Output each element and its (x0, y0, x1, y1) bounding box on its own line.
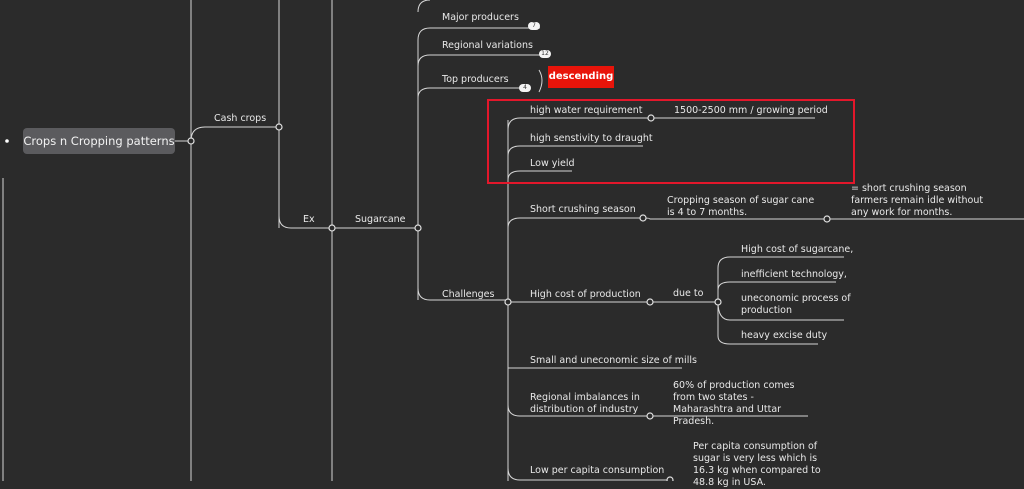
major-producers-node[interactable]: Major producers (442, 12, 519, 23)
red-highlight-box (487, 99, 855, 184)
high-cost-production-node[interactable]: High cost of production (530, 289, 641, 300)
ex-node[interactable]: Ex (303, 214, 315, 225)
cause-inefficient-technology[interactable]: inefficient technology, (741, 269, 847, 280)
water-requirement-detail[interactable]: 1500-2500 mm / growing period (674, 105, 828, 116)
low-yield-node[interactable]: Low yield (530, 158, 575, 169)
regional-production-detail[interactable]: 60% of production comes from two states … (673, 380, 795, 427)
regional-imbalance-node[interactable]: Regional imbalances in distribution of i… (530, 392, 640, 415)
root-node[interactable]: Crops n Cropping patterns (23, 128, 175, 154)
top-producers-node[interactable]: Top producers (442, 74, 509, 85)
draught-sensitivity-node[interactable]: high senstivity to draught (530, 133, 653, 144)
cause-high-cost-sugarcane[interactable]: High cost of sugarcane, (741, 244, 854, 255)
due-to-node[interactable]: due to (673, 288, 704, 299)
regional-variations-count-badge[interactable]: 12 (539, 50, 551, 58)
small-mills-node[interactable]: Small and uneconomic size of mills (530, 355, 697, 366)
cause-uneconomic-process[interactable]: uneconomic process of production (741, 293, 851, 316)
short-crushing-season-node[interactable]: Short crushing season (530, 204, 636, 215)
cause-heavy-excise-duty[interactable]: heavy excise duty (741, 330, 828, 341)
cash-crops-node[interactable]: Cash crops (214, 113, 267, 124)
consumption-detail[interactable]: Per capita consumption of sugar is very … (693, 441, 821, 488)
major-producers-count-badge[interactable]: 7 (528, 22, 540, 30)
challenges-node[interactable]: Challenges (442, 289, 495, 300)
idle-farmers-detail[interactable]: = short crushing season farmers remain i… (851, 183, 984, 218)
top-producers-count-badge[interactable]: 4 (519, 84, 531, 92)
high-water-requirement-node[interactable]: high water requirement (530, 105, 643, 116)
low-per-capita-consumption-node[interactable]: Low per capita consumption (530, 465, 665, 476)
sugarcane-node[interactable]: Sugarcane (355, 214, 406, 225)
cropping-season-detail[interactable]: Cropping season of sugar cane is 4 to 7 … (667, 195, 815, 218)
descending-tag: descending (548, 66, 614, 88)
regional-variations-node[interactable]: Regional variations (442, 40, 533, 51)
